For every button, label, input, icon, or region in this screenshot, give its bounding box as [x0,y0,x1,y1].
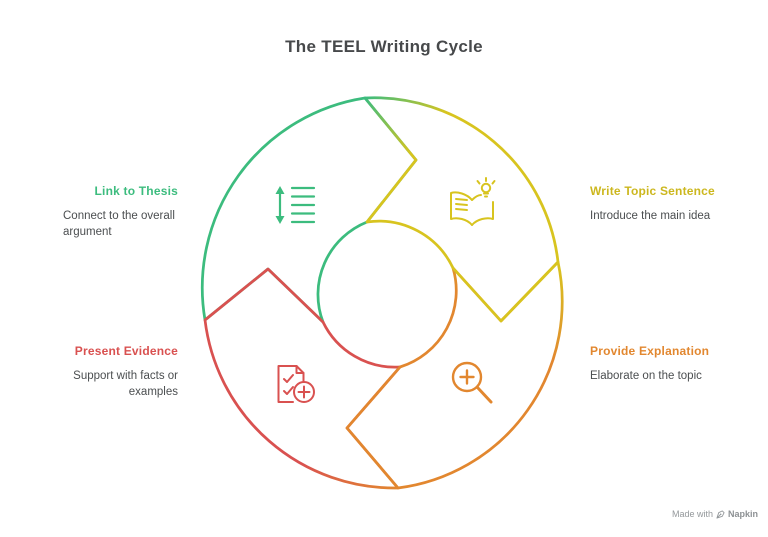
made-with-napkin-credit: Made with Napkin [672,509,758,519]
cycle-arrow-orange [345,260,564,490]
step-label: Write Topic Sentence [590,184,715,198]
book-idea-icon [450,177,496,226]
step-label: Provide Explanation [590,344,710,358]
step-description: Introduce the main idea [590,210,711,222]
step-label: Link to Thesis [94,184,178,198]
step-write-topic-sentence: Write Topic Sentence Introduce the main … [590,184,750,224]
cycle-arrow-red [203,267,402,490]
napkin-logo-icon [716,509,725,519]
cycle-arrow-green [200,96,418,324]
cycle-arrow-yellow [363,96,560,323]
magnifier-plus-icon [451,361,493,404]
step-provide-explanation: Provide Explanation Elaborate on the top… [590,344,750,384]
line-spacing-icon [275,186,316,224]
step-description: Support with facts or examples [73,370,178,398]
step-present-evidence: Present Evidence Support with facts or e… [63,344,178,400]
step-description: Elaborate on the topic [590,370,702,382]
document-check-icon [277,365,315,403]
step-description: Connect to the overall argument [63,210,175,238]
credit-prefix: Made with [671,509,713,519]
credit-brand: Napkin [727,509,758,519]
step-label: Present Evidence [74,344,178,358]
page-title: The TEEL Writing Cycle [285,37,483,56]
step-link-to-thesis: Link to Thesis Connect to the overall ar… [63,184,178,240]
